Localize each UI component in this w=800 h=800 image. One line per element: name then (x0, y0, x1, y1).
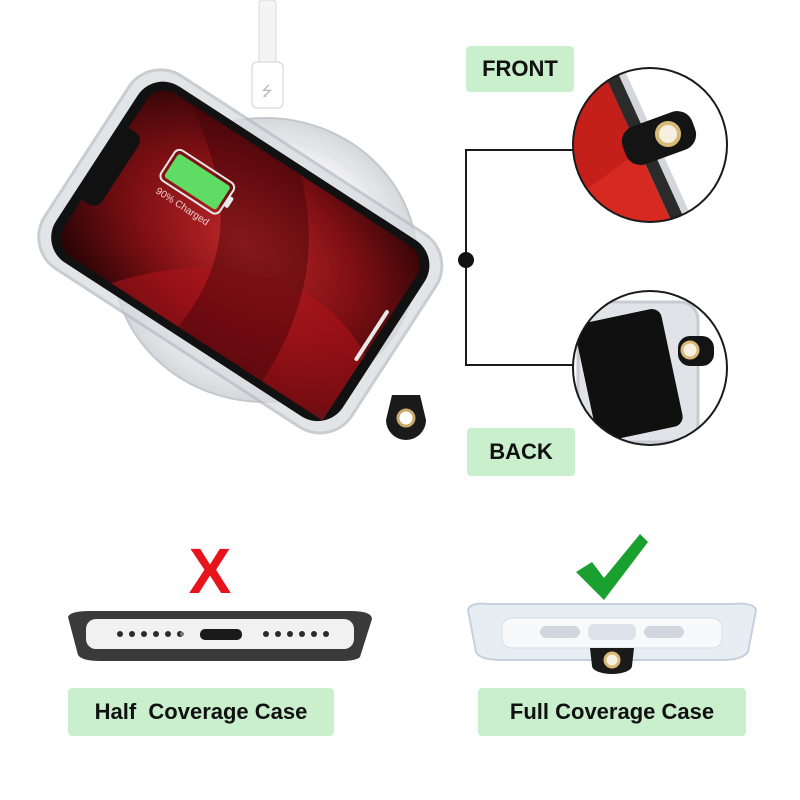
battery-icon (159, 148, 236, 215)
front-label: FRONT (466, 46, 574, 92)
full-coverage-label: Full Coverage Case (478, 688, 746, 736)
back-label: BACK (467, 428, 575, 476)
usb-icon: ⭍ (261, 84, 273, 100)
full-coverage-case-image (466, 602, 758, 674)
connector-lines (465, 149, 576, 366)
hero-illustration: ⭍ 90% Charged (37, 0, 728, 446)
half-coverage-label: Half Coverage Case (68, 688, 334, 736)
check-mark-icon (576, 534, 648, 600)
back-detail-circle (572, 290, 728, 446)
lanyard-tab (386, 395, 426, 440)
wrong-mark-icon: X (188, 535, 232, 607)
connector-dot (458, 252, 474, 268)
charging-cable: ⭍ (251, 0, 284, 109)
phone-in-clear-case: 90% Charged (37, 68, 444, 435)
half-coverage-case-image (68, 611, 372, 661)
front-detail-circle (572, 67, 728, 223)
